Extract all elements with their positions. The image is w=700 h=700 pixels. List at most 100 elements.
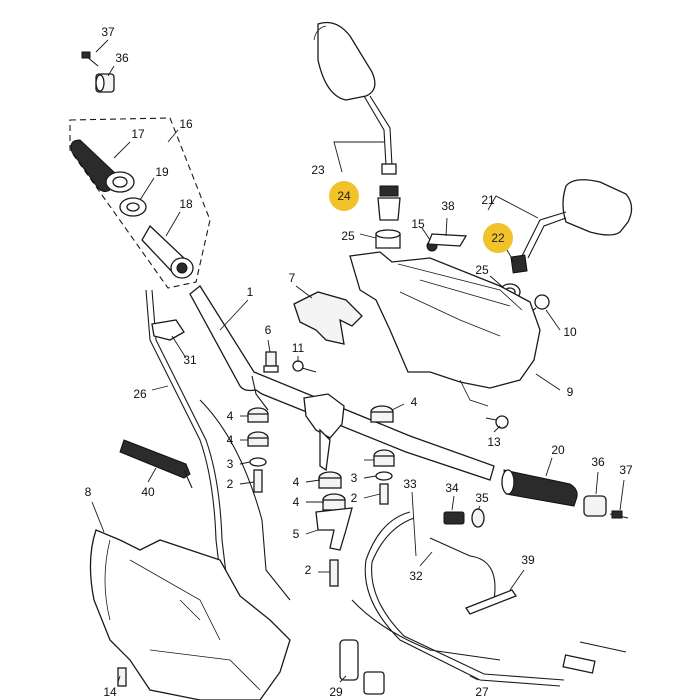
callout-27[interactable]: 27	[475, 685, 489, 699]
callout-25[interactable]: 25	[341, 229, 355, 243]
handlebar	[189, 285, 495, 481]
callout-21[interactable]: 21	[481, 193, 495, 207]
bolt-14	[117, 667, 127, 687]
mirror-nut-left	[375, 229, 401, 249]
callout-4-e[interactable]: 4	[293, 495, 300, 509]
callout-14[interactable]: 14	[103, 685, 117, 699]
callout-26[interactable]: 26	[133, 387, 147, 401]
bolt-6	[263, 351, 279, 373]
callout-22[interactable]: 22	[491, 231, 505, 245]
screw-13	[485, 415, 509, 429]
cable-clip-31	[151, 319, 185, 341]
callout-39[interactable]: 39	[521, 553, 535, 567]
throttle-cable	[145, 289, 291, 621]
callout-13[interactable]: 13	[487, 435, 501, 449]
grip-right	[501, 469, 578, 507]
rubber-mount-center-b	[322, 493, 346, 511]
callout-19[interactable]: 19	[155, 165, 169, 179]
callout-38[interactable]: 38	[441, 199, 455, 213]
bar-end-weight-right	[583, 495, 607, 517]
callout-40[interactable]: 40	[141, 485, 155, 499]
callout-1[interactable]: 1	[247, 285, 254, 299]
brake-cable-32	[351, 537, 501, 661]
bolt-left	[253, 469, 263, 493]
callout-35[interactable]: 35	[475, 491, 489, 505]
bracket-7	[293, 291, 363, 345]
rubber-mount-center-top	[370, 405, 394, 423]
callout-9[interactable]: 9	[567, 385, 574, 399]
callout-2-a[interactable]: 2	[227, 477, 234, 491]
mirror-right	[521, 179, 633, 259]
callout-23[interactable]: 23	[311, 163, 325, 177]
handlebar-clamp	[303, 393, 345, 472]
switch-34	[443, 511, 465, 525]
rubber-mount-left-bottom	[247, 431, 269, 447]
callout-36[interactable]: 36	[115, 51, 129, 65]
bolt-right	[379, 483, 389, 505]
callout-6[interactable]: 6	[265, 323, 272, 337]
leader-lines	[91, 39, 625, 683]
cable-tie-40	[119, 439, 193, 489]
band-39	[465, 589, 517, 615]
callout-10[interactable]: 10	[563, 325, 577, 339]
callout-2-b[interactable]: 2	[351, 491, 358, 505]
callout-18[interactable]: 18	[179, 197, 193, 211]
callout-3-a[interactable]: 3	[227, 457, 234, 471]
callout-8[interactable]: 8	[85, 485, 92, 499]
label-38	[427, 233, 468, 247]
callout-15[interactable]: 15	[411, 217, 425, 231]
throttle-tube	[141, 224, 194, 279]
grip-washer	[119, 197, 147, 217]
highlight-marker-24[interactable]	[329, 181, 359, 211]
bar-end-screw-right	[609, 510, 629, 519]
bolt-11	[292, 360, 317, 373]
callout-31[interactable]: 31	[183, 353, 197, 367]
callout-7[interactable]: 7	[289, 271, 296, 285]
handlebar-cover	[349, 251, 541, 407]
callout-16[interactable]: 16	[179, 117, 193, 131]
cable-end-right	[562, 641, 627, 674]
mirror-left	[313, 21, 397, 175]
bar-end-weight-left	[95, 73, 115, 93]
callout-29[interactable]: 29	[329, 685, 343, 699]
bolt-bottom	[329, 559, 339, 587]
callout-37-right[interactable]: 37	[619, 463, 633, 477]
callout-34[interactable]: 34	[445, 481, 459, 495]
callout-3-b[interactable]: 3	[351, 471, 358, 485]
callout-4-a[interactable]: 4	[227, 409, 234, 423]
rubber-mount-left-top	[247, 407, 269, 423]
callout-17[interactable]: 17	[131, 127, 145, 141]
callout-4-b[interactable]: 4	[227, 433, 234, 447]
callout-24[interactable]: 24	[337, 189, 351, 203]
callout-5[interactable]: 5	[293, 527, 300, 541]
callout-32[interactable]: 32	[409, 569, 423, 583]
callout-4-d[interactable]: 4	[293, 475, 300, 489]
switch-35	[471, 508, 485, 528]
callout-36-right[interactable]: 36	[591, 455, 605, 469]
bracket-5	[315, 507, 353, 551]
rubber-mount-right	[373, 449, 395, 467]
callout-4-c[interactable]: 4	[411, 395, 418, 409]
brake-cable-33	[364, 511, 565, 687]
callout-20[interactable]: 20	[551, 443, 565, 457]
bushing-lower	[363, 671, 385, 695]
highlight-marker-22[interactable]	[483, 223, 513, 253]
callout-33[interactable]: 33	[403, 477, 417, 491]
washer-right	[375, 471, 393, 481]
bar-end-screw-left	[81, 51, 99, 67]
mirror-adjuster-right	[510, 254, 528, 274]
callout-11[interactable]: 11	[292, 341, 305, 355]
bushing-29	[339, 639, 359, 681]
callout-25-right[interactable]: 25	[475, 263, 489, 277]
grip-assembly-outline	[69, 117, 211, 289]
front-cover-8	[89, 529, 291, 700]
callout-37[interactable]: 37	[101, 25, 115, 39]
callout-labels: 37 36 17 16 19 18 23 24 25 15 38 21 22 2…	[85, 25, 633, 699]
callout-2-c[interactable]: 2	[305, 563, 312, 577]
rubber-mount-center-a	[318, 471, 342, 489]
grip-left	[70, 139, 135, 193]
mirror-adjuster-left	[377, 185, 401, 221]
washer-left	[249, 457, 267, 467]
